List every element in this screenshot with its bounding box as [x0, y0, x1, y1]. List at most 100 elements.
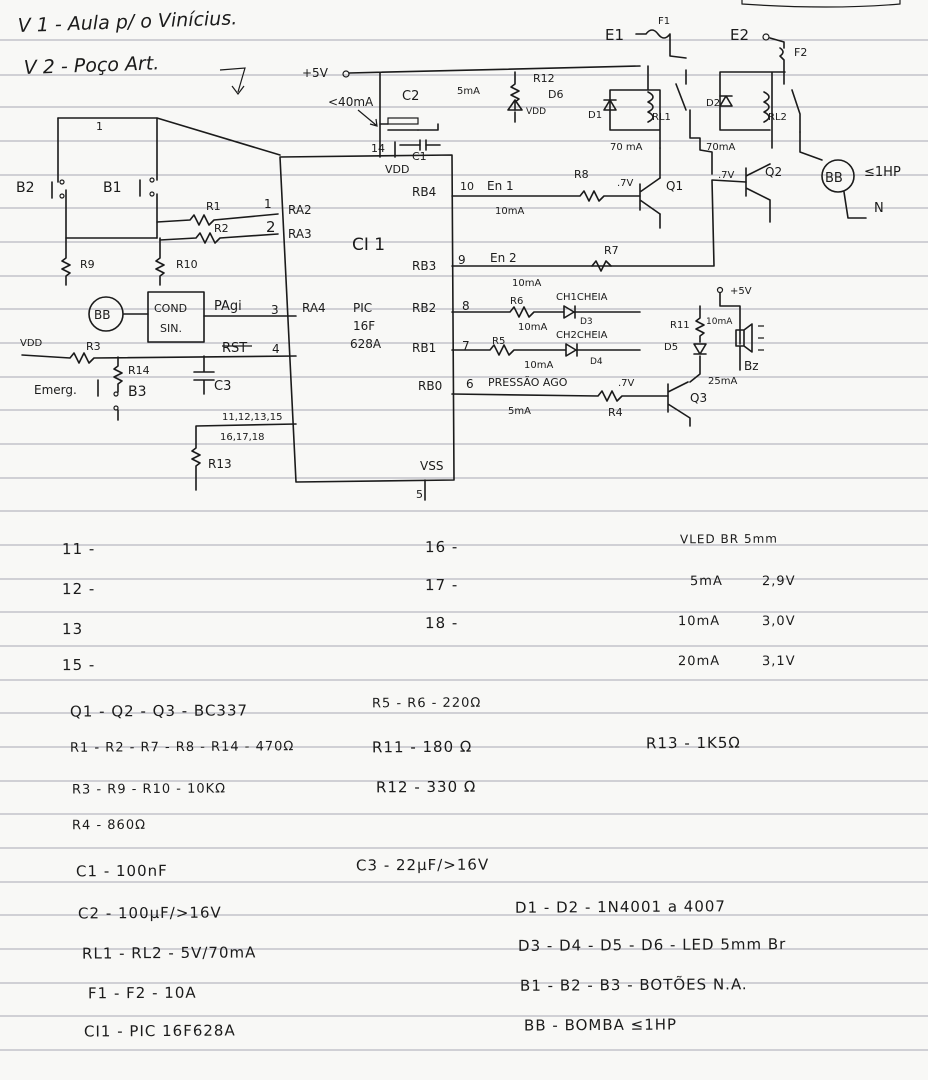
- part-c2: C2 - 100μF/>16V: [77, 903, 222, 923]
- part-fuses: F1 - F2 - 10A: [87, 983, 197, 1003]
- neutral-wire: [843, 191, 867, 219]
- pin-1: 1: [264, 197, 272, 211]
- r13-label: R13: [208, 457, 232, 471]
- pump-bb-circle: [821, 159, 855, 193]
- rl2-label: RL2: [768, 112, 787, 123]
- ic-vss-label: VSS: [420, 459, 443, 473]
- pin-3: 3: [271, 303, 279, 317]
- buzzer-supply-terminal: [716, 286, 724, 294]
- supply-label: +5V: [302, 66, 329, 80]
- supply-terminal: [342, 70, 350, 78]
- c2-label: C2: [402, 89, 419, 104]
- capacitor-c2: [379, 117, 439, 131]
- resistor-r7: [591, 260, 612, 272]
- rl1-to-q2-wire: [689, 109, 713, 175]
- ic-part2: 16F: [353, 319, 375, 333]
- c1-label: C1: [412, 150, 427, 163]
- i10-label-1: 10mA: [495, 206, 524, 217]
- q2-label: Q2: [765, 165, 782, 179]
- en2-label: En 2: [490, 251, 517, 265]
- part-leds: D3 - D4 - D5 - D6 - LED 5mm Br: [517, 935, 787, 955]
- pagi-label: PAgi: [214, 299, 242, 314]
- led-row-1-current: 5mA: [689, 573, 723, 590]
- buzzer-bz: [735, 323, 753, 353]
- i70-label: 70mA: [706, 142, 735, 153]
- button-b1[interactable]: [139, 177, 155, 197]
- cond-sin-box: [147, 291, 205, 343]
- ch1-label: CH1CHEIA: [556, 292, 608, 303]
- current-arrow: [357, 109, 378, 127]
- vdd-d6-label: VDD: [526, 107, 546, 117]
- led-row-2-current: 10mA: [677, 613, 721, 630]
- part-r5-r6: R5 - R6 - 220Ω: [371, 695, 482, 712]
- pin-8: 8: [462, 299, 470, 313]
- transistor-q3: [667, 381, 691, 427]
- part-r12: R12 - 330 Ω: [375, 777, 477, 797]
- e1-label: E1: [605, 26, 624, 44]
- part-d1-d2: D1 - D2 - 1N4001 a 4007: [514, 897, 726, 917]
- pin-rb0: RB0: [418, 379, 442, 393]
- rst-label: RST: [222, 341, 247, 356]
- d2-label: D2: [706, 98, 720, 109]
- resistor-r3: [21, 352, 297, 364]
- part-buttons: B1 - B2 - B3 - BOTÕES N.A.: [519, 975, 748, 995]
- pin-ra3: RA3: [288, 227, 312, 241]
- note-line-2: V 2 - Poço Art.: [23, 52, 159, 79]
- part-c3: C3 - 22μF/>16V: [355, 855, 490, 875]
- vdd-rail: [348, 65, 641, 74]
- led-table-title: VLED BR 5mm: [679, 531, 778, 547]
- r10-label: R10: [176, 258, 198, 271]
- relay-rl1-wires: [609, 65, 661, 149]
- vdd-left-label: VDD: [20, 338, 43, 349]
- pin-5: 5: [416, 488, 423, 501]
- r7-label: R7: [604, 244, 619, 257]
- r5-d4-branch: [451, 343, 641, 357]
- capacitor-c1: [399, 139, 441, 151]
- d5-label: D5: [664, 342, 678, 353]
- r12-label: R12: [533, 72, 555, 85]
- led-row-3-voltage: 3,1V: [761, 653, 796, 670]
- ic-name: CI 1: [352, 235, 385, 255]
- d6-label: D6: [548, 88, 563, 101]
- fuse-f2: [769, 37, 785, 85]
- r6-d3-branch: [451, 305, 641, 319]
- pin-2: 2: [266, 218, 276, 236]
- led-d6: [507, 99, 523, 111]
- current-max-label: <40mA: [328, 95, 374, 109]
- pin-18-item: 18 -: [424, 613, 459, 633]
- f2-label: F2: [794, 46, 807, 59]
- part-relays: RL1 - RL2 - 5V/70mA: [81, 943, 257, 963]
- unused-pins-2: 16,17,18: [220, 432, 265, 443]
- led-row-3-current: 20mA: [677, 653, 721, 670]
- note-line-1: V 1 - Aula p/ o Vinícius.: [17, 7, 237, 37]
- r8-label: R8: [574, 168, 589, 181]
- button-b3[interactable]: [97, 379, 119, 411]
- r2-label: R2: [214, 222, 229, 235]
- r11-label: R11: [670, 320, 690, 331]
- pin-16-item: 16 -: [424, 537, 459, 557]
- pump-feed-wire: [799, 131, 823, 161]
- en1-label: En 1: [487, 179, 514, 193]
- ic-part3: 628A: [350, 337, 382, 351]
- i10-label-4: 10mA: [524, 360, 553, 371]
- ic-vdd-label: VDD: [385, 163, 409, 176]
- pressao-label: PRESSÃO AGO: [488, 376, 568, 389]
- supply-2-label: +5V: [730, 286, 752, 297]
- button-b2[interactable]: [51, 179, 65, 199]
- pin-10: 10: [460, 180, 474, 193]
- buzzer-to-q3-wire: [689, 345, 741, 383]
- transistor-q1: [639, 177, 661, 215]
- e2-label: E2: [730, 26, 749, 44]
- i10-top-label: 10mA: [706, 317, 733, 327]
- d3-label: D3: [580, 317, 593, 327]
- led-row-1-voltage: 2,9V: [761, 573, 796, 590]
- pin-ra2: RA2: [288, 203, 312, 217]
- buzzer-sound-marks: [758, 325, 764, 351]
- resistor-r10: [155, 237, 165, 286]
- ic-part: PIC: [353, 301, 372, 315]
- diode-d2: [719, 95, 733, 107]
- v07-label-c: .7V: [618, 378, 635, 389]
- btn-top-wire: [57, 117, 281, 156]
- part-r13: R13 - 1K5Ω: [645, 733, 741, 753]
